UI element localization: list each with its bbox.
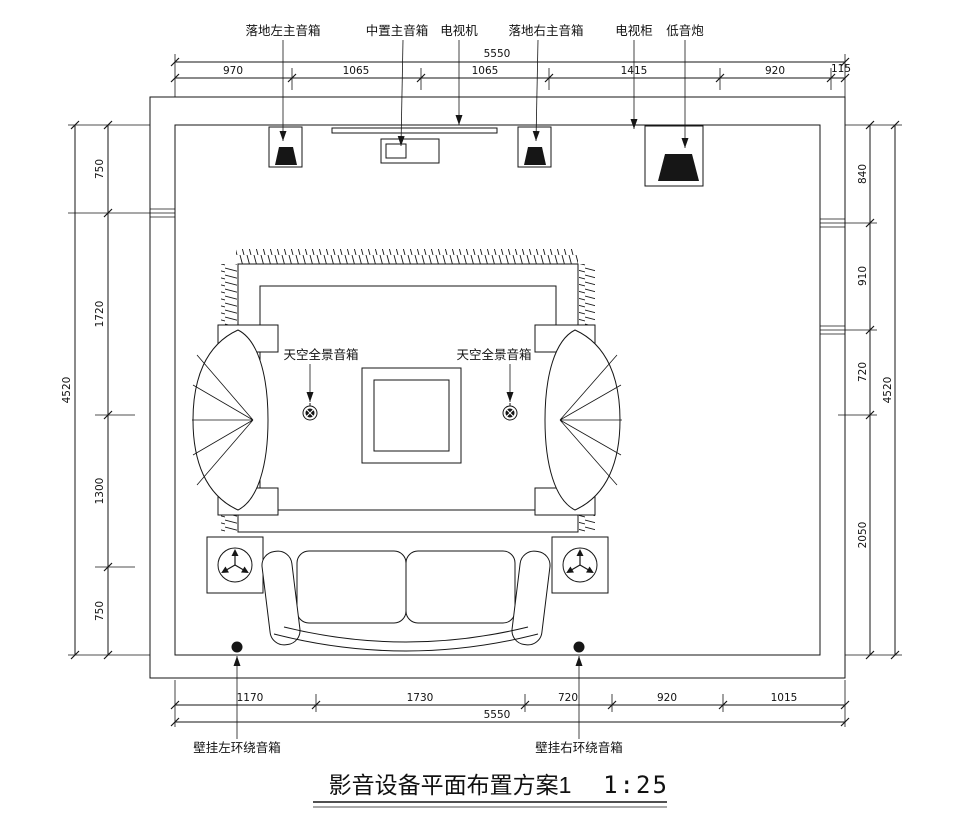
leader-floor-right-main-speaker [532, 39, 540, 142]
center-speaker [380, 138, 440, 164]
left-witness-lines [68, 124, 175, 656]
ceiling-speaker-right-symbol [502, 403, 518, 421]
bottom-dimensions: 1170 1730 720 920 1015 5550 [170, 680, 850, 727]
dim-top-1: 970 [223, 65, 243, 77]
right-overall-ticks [890, 120, 900, 660]
dim-left-4: 750 [94, 601, 106, 621]
left-overall-ticks [70, 120, 80, 660]
top-witness-lines [174, 54, 846, 97]
dim-top-4: 1415 [621, 65, 648, 77]
right-segment-ticks [865, 120, 875, 660]
left-segment-ticks [103, 120, 113, 660]
sofa-armrest-right [511, 550, 551, 646]
right-armchair [534, 324, 622, 516]
ceiling-speaker-left-symbol [302, 403, 318, 421]
coffee-table-inner [373, 379, 450, 452]
dim-right-1: 840 [857, 164, 869, 184]
label-ceiling-speaker-left: 天空全景音箱 [283, 347, 358, 362]
left-armchair [192, 324, 279, 516]
wall-speaker-left-dot [231, 641, 243, 653]
dim-top-6: 115 [831, 63, 851, 75]
surround-speaker-boxes [206, 536, 609, 594]
label-floor-right-main-speaker: 落地右主音箱 [508, 23, 583, 38]
callouts: 落地左主音箱 中置主音箱 电视机 落地右主音箱 电视柜 低音炮 天空全景音箱 天… [193, 23, 704, 755]
center-speaker-detail [385, 143, 407, 159]
dim-bottom-4: 920 [657, 692, 677, 704]
av-equipment [268, 125, 704, 187]
top-dimensions: 5550 970 1065 1065 1415 920 115 [170, 48, 851, 97]
dim-bottom-5: 1015 [771, 692, 798, 704]
dim-bottom-3: 720 [558, 692, 578, 704]
wall-outer [149, 96, 846, 679]
drawing-scale: 1:25 [603, 771, 669, 799]
sofa-armrest-left [261, 550, 301, 646]
label-wall-right-surround: 壁挂右环绕音箱 [535, 740, 623, 755]
right-main-speaker-driver [524, 147, 546, 165]
dim-left-3: 1300 [94, 478, 106, 505]
dim-bottom-1: 1170 [237, 692, 264, 704]
dim-right-2: 910 [857, 266, 869, 286]
title-block: 影音设备平面布置方案1 1:25 [313, 771, 669, 808]
right-armchair-pleats [559, 354, 622, 486]
dim-top-2: 1065 [343, 65, 370, 77]
wall-joint-right [820, 218, 845, 335]
label-wall-left-surround: 壁挂左环绕音箱 [193, 740, 281, 755]
dim-right-4: 2050 [857, 522, 869, 549]
sofa-back-curve-outer [273, 633, 539, 652]
dim-left-overall: 4520 [61, 377, 73, 404]
sofa-back-curve-inner [283, 626, 529, 643]
left-armchair-pleats [192, 354, 254, 486]
leader-center-main-speaker [397, 39, 405, 147]
label-ceiling-speaker-right: 天空全景音箱 [456, 347, 531, 362]
wall-joint-left [150, 208, 175, 218]
bottom-segment-ticks [170, 700, 850, 710]
dim-top-5: 920 [765, 65, 785, 77]
top-segment-ticks [170, 73, 850, 83]
wall-inner [174, 124, 821, 656]
top-overall-ticks [170, 57, 850, 67]
sofa-cushion-right [405, 550, 516, 624]
bottom-witness-lines [174, 680, 846, 727]
dim-left-1: 750 [94, 159, 106, 179]
left-main-speaker-driver [275, 147, 297, 165]
right-dimensions: 840 910 720 2050 4520 [820, 120, 902, 660]
dim-top-overall: 5550 [484, 48, 511, 60]
dim-bottom-overall: 5550 [484, 709, 511, 721]
sofa-cushion-left [296, 550, 407, 624]
coffee-table [361, 367, 462, 464]
label-tv: 电视机 [440, 23, 478, 38]
right-witness-lines [820, 124, 902, 656]
label-subwoofer: 低音炮 [666, 23, 704, 38]
left-dimensions: 4520 750 1720 1300 750 [61, 120, 175, 660]
tv [331, 127, 498, 134]
dim-right-3: 720 [857, 362, 869, 382]
label-center-main-speaker: 中置主音箱 [366, 23, 429, 38]
bottom-overall-ticks [170, 717, 850, 727]
dim-left-2: 1720 [94, 301, 106, 328]
main-sofa [261, 550, 551, 652]
label-floor-left-main-speaker: 落地左主音箱 [245, 23, 320, 38]
ceiling-speakers [302, 403, 518, 421]
dim-right-overall: 4520 [882, 377, 894, 404]
dim-bottom-2: 1730 [407, 692, 434, 704]
label-tv-cabinet: 电视柜 [615, 23, 653, 38]
rug-fringe-top [236, 249, 578, 264]
subwoofer [658, 154, 699, 181]
wall-speaker-right-dot [573, 641, 585, 653]
room-walls [149, 96, 846, 679]
drawing-title: 影音设备平面布置方案1 [329, 772, 572, 798]
dim-top-3: 1065 [472, 65, 499, 77]
coffee-table-outer [361, 367, 462, 464]
wall-speakers [231, 641, 585, 653]
